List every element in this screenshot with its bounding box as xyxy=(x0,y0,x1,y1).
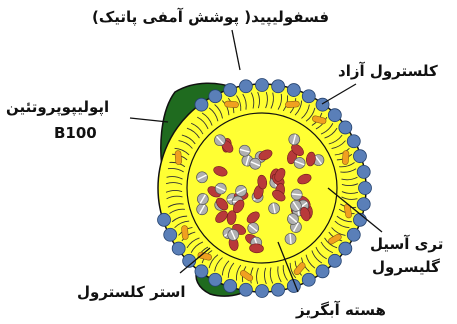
cholesteryl-ester xyxy=(269,203,280,214)
phospholipid-head xyxy=(302,273,315,286)
hydrophobic-core-label: هسته آبگریز xyxy=(296,301,386,320)
phospholipid-head xyxy=(172,242,185,255)
phospholipid-head xyxy=(272,283,285,296)
phospholipid-head xyxy=(164,228,177,241)
phospholipid-head xyxy=(357,165,370,178)
triglyceride-label-line2: گلیسرول xyxy=(372,258,440,277)
free-cholesterol-label: کلسترول آزاد xyxy=(338,62,438,81)
phospholipid-head xyxy=(272,80,285,93)
phospholipid-head xyxy=(339,121,352,134)
free-cholesterol xyxy=(342,150,349,164)
phospholipid-head xyxy=(256,285,269,298)
free-cholesterol xyxy=(285,101,299,108)
phospholipid-head xyxy=(316,265,329,278)
free-cholesterol xyxy=(224,101,238,108)
phospholipid-head xyxy=(347,135,360,148)
phospholipid-head xyxy=(353,213,366,226)
phospholipid-head xyxy=(158,213,171,226)
free-cholesterol xyxy=(181,225,188,239)
phospholipid-label: فسفولیپید( پوشش آمفی پاتیک) xyxy=(92,8,329,27)
triglyceride-label-line1: تری آسیل xyxy=(370,235,443,254)
phospholipid-head xyxy=(287,84,300,97)
phospholipid-head xyxy=(195,265,208,278)
phospholipid-head xyxy=(359,182,372,195)
phospholipid-head xyxy=(224,84,237,97)
phospholipid-head xyxy=(357,198,370,211)
phospholipid-head xyxy=(239,283,252,296)
free-cholesterol xyxy=(175,150,182,164)
phospholipid-head xyxy=(339,242,352,255)
apolipoprotein-b100-label: B100 xyxy=(54,124,97,143)
phospholipid-head xyxy=(328,109,341,122)
phospholipid-head xyxy=(209,90,222,103)
phospholipid-head xyxy=(347,228,360,241)
apolipoprotein-label: اپولیپوپروتئین xyxy=(6,98,109,117)
phospholipid-head xyxy=(195,98,208,111)
cholesteryl-ester-label: استر کلسترول xyxy=(77,283,185,302)
phospholipid-head xyxy=(302,90,315,103)
phospholipid-head xyxy=(353,150,366,163)
phospholipid-head xyxy=(316,98,329,111)
phospholipid-head xyxy=(256,79,269,92)
phospholipid-head xyxy=(224,279,237,292)
phospholipid-head xyxy=(328,254,341,267)
phospholipid-head xyxy=(239,80,252,93)
phospholipid-head xyxy=(209,273,222,286)
